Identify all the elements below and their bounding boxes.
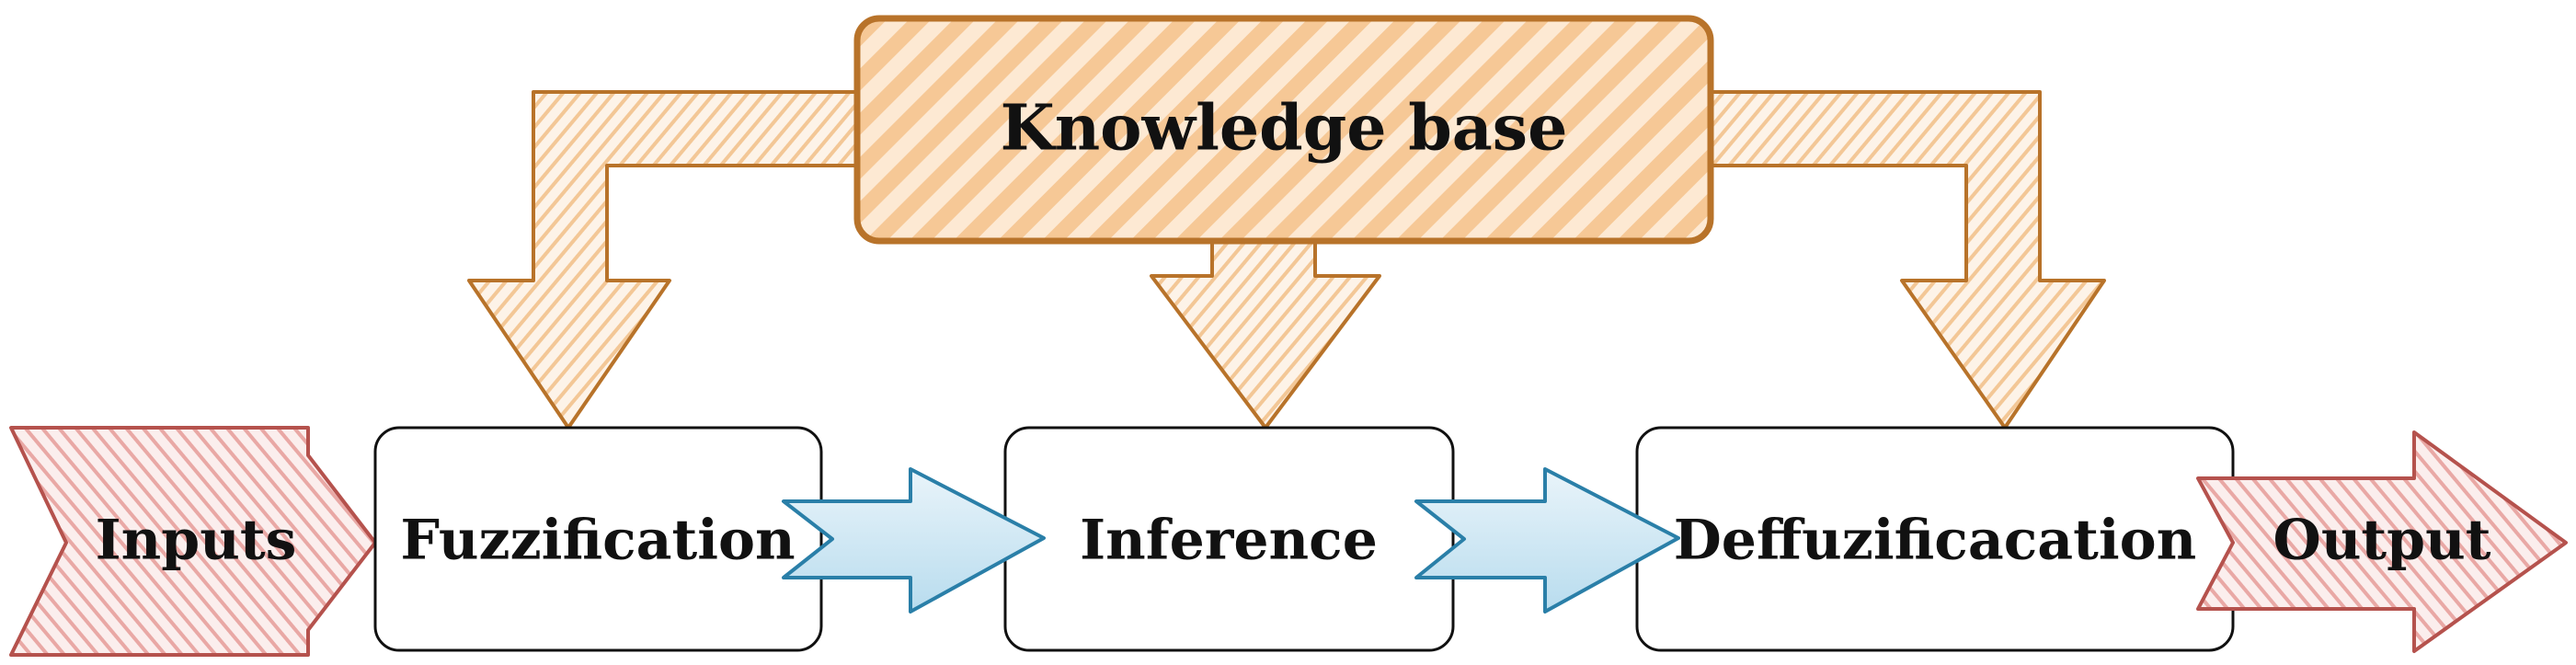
knowledge-base-box xyxy=(853,15,1714,245)
inference-label: Inference xyxy=(1080,509,1378,573)
output-arrow xyxy=(2196,430,2568,653)
output-label: Output xyxy=(2273,509,2491,573)
knowledge-base-label: Knowledge base xyxy=(1001,92,1568,166)
kb-to-inference-arrow xyxy=(1150,239,1381,430)
fuzzification-label: Fuzzification xyxy=(400,509,795,573)
fuzzification-box xyxy=(373,426,823,652)
inference-to-deffuzification-arrow xyxy=(1414,467,1680,613)
inputs-label: Inputs xyxy=(96,509,297,573)
kb-to-deffuzification-arrow xyxy=(1707,90,2106,430)
deffuzification-label: Deffuzificacation xyxy=(1674,509,2197,573)
kb-to-fuzzification-arrow xyxy=(467,90,862,430)
inputs-arrow xyxy=(9,426,377,657)
fuzzification-to-inference-arrow xyxy=(782,467,1046,613)
